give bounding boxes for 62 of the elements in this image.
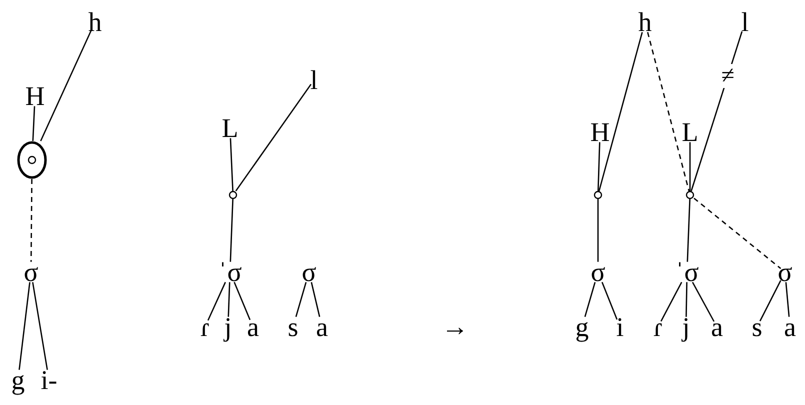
node-label: i- xyxy=(40,366,58,394)
association-line xyxy=(32,282,48,370)
node-label: H xyxy=(590,118,610,146)
dashed-association-line xyxy=(30,179,32,262)
association-line xyxy=(692,282,715,322)
node-label: j xyxy=(224,312,232,342)
root-node xyxy=(228,190,238,200)
association-line xyxy=(310,282,320,317)
node-label: σ xyxy=(302,258,316,286)
edge-label: ≠ xyxy=(721,64,734,88)
association-line xyxy=(584,282,596,317)
node-label: σ xyxy=(590,258,606,286)
association-line xyxy=(785,282,790,317)
circled-root-node xyxy=(17,141,47,179)
node-label: i xyxy=(616,312,624,342)
association-line xyxy=(759,280,782,322)
node-label: σ xyxy=(24,258,38,286)
node-label: h xyxy=(88,8,102,36)
node-label: g xyxy=(575,312,589,342)
association-line xyxy=(597,199,599,262)
node-label: s xyxy=(752,312,762,342)
node-label: ɾ xyxy=(654,312,662,342)
dashed-association-line xyxy=(647,32,690,192)
node-label: ˈσ xyxy=(675,258,699,286)
node-label: g xyxy=(11,366,25,394)
node-label: L xyxy=(222,114,238,142)
association-line xyxy=(234,282,251,320)
association-line xyxy=(660,282,682,322)
node-label: l xyxy=(310,66,318,94)
node-label: a xyxy=(784,312,796,342)
association-line xyxy=(32,106,36,142)
root-node xyxy=(593,190,603,200)
node-label: L xyxy=(682,118,698,146)
node-label: s xyxy=(288,312,298,342)
node-label: H xyxy=(25,82,45,110)
node-label: a xyxy=(247,312,259,342)
association-line xyxy=(689,142,691,191)
association-line xyxy=(230,138,234,192)
node-label: h xyxy=(638,8,652,36)
transformation-arrow: → xyxy=(442,314,468,340)
association-line xyxy=(230,198,234,262)
association-line xyxy=(207,282,226,321)
root-node xyxy=(685,190,695,200)
association-line xyxy=(686,198,690,262)
association-line xyxy=(601,282,618,320)
association-line xyxy=(295,282,307,317)
node-label: j xyxy=(682,312,690,342)
association-line xyxy=(598,32,643,192)
node-label: a xyxy=(711,312,723,342)
dashed-association-line xyxy=(694,198,782,270)
node-label: a xyxy=(316,312,328,342)
association-line xyxy=(228,282,230,317)
association-line xyxy=(18,282,30,370)
node-label: l xyxy=(741,8,749,36)
association-line xyxy=(235,84,312,192)
node-label: σ xyxy=(778,258,792,286)
association-line xyxy=(40,30,92,142)
node-label: ɾ xyxy=(200,312,210,342)
association-line xyxy=(686,282,688,317)
node-label: ˈσ xyxy=(218,258,242,286)
association-line xyxy=(597,142,600,192)
association-line xyxy=(690,31,743,192)
